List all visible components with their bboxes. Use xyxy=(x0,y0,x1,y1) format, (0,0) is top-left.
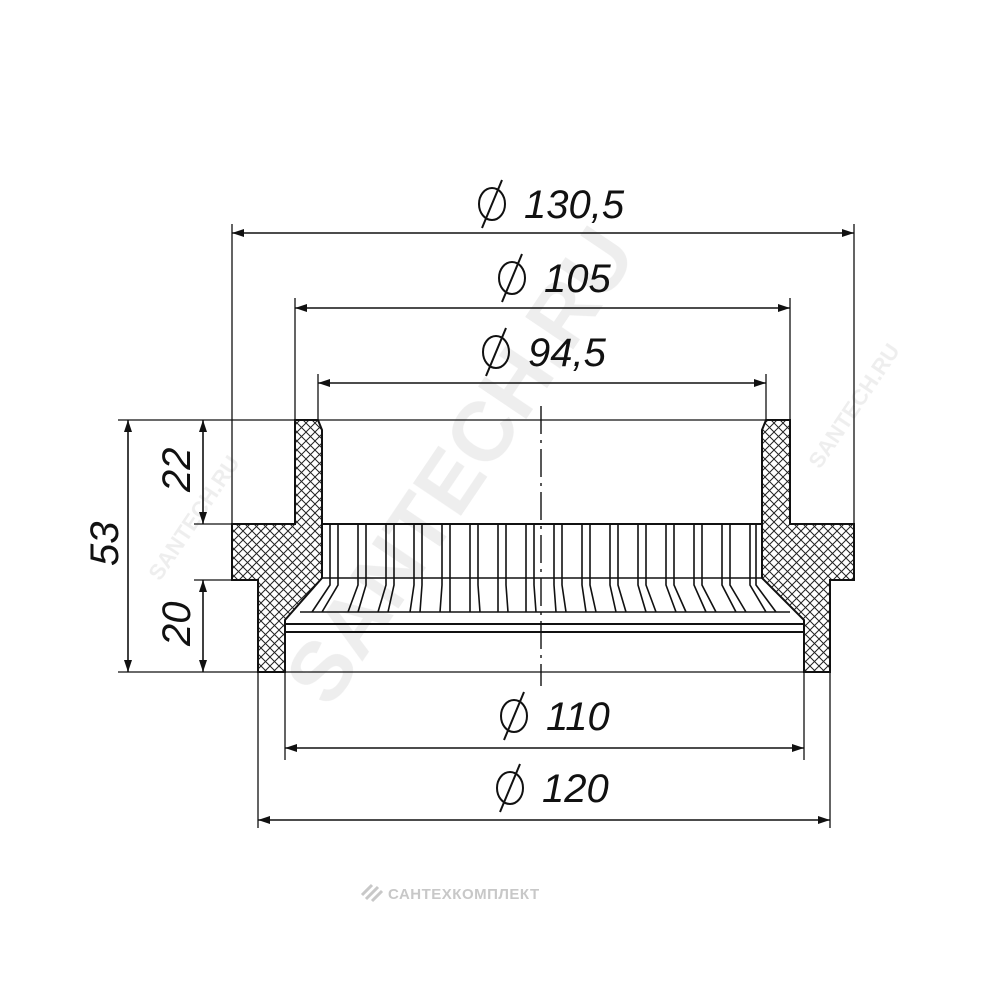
dim-label-120: 120 xyxy=(542,767,609,811)
grate xyxy=(285,523,804,633)
dim-label-22: 22 xyxy=(155,448,199,494)
brand-logo: САНТЕХКОМПЛЕКТ xyxy=(360,883,540,903)
dim-label-105: 105 xyxy=(544,257,611,301)
diameter-icon xyxy=(482,327,510,377)
extension-lines xyxy=(118,224,855,828)
dim-label-53: 53 xyxy=(83,522,127,567)
dim-label-110: 110 xyxy=(546,695,610,739)
dim-label-130: 130,5 xyxy=(524,183,625,227)
diameter-icon xyxy=(478,179,506,229)
brand-icon xyxy=(360,883,384,903)
diameter-icon xyxy=(500,691,528,741)
dimension-lines xyxy=(124,229,854,824)
grate-fins xyxy=(300,524,790,613)
dimension-labels: 130,5 105 94,5 110 120 53 22 20 xyxy=(83,183,625,811)
diameter-icon xyxy=(496,763,524,813)
diameter-icon xyxy=(498,253,526,303)
dim-label-20: 20 xyxy=(155,602,199,648)
brand-text: САНТЕХКОМПЛЕКТ xyxy=(388,886,540,903)
dim-label-94: 94,5 xyxy=(528,331,607,375)
diameter-symbols xyxy=(478,179,528,813)
